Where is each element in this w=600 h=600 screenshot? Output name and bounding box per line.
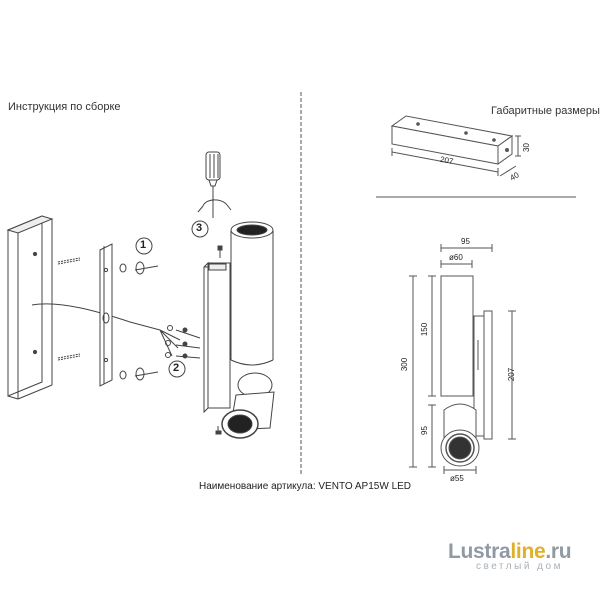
screw-top — [134, 261, 159, 275]
logo-part-3: .ru — [545, 540, 572, 563]
fixture-backplate — [203, 261, 231, 414]
power-cable — [31, 303, 161, 331]
wire-terminals — [165, 325, 201, 359]
step-3-label: 3 — [196, 222, 203, 234]
step-1-circle — [135, 237, 153, 255]
article-caption: Наименование артикула: VENTO AP15W LED — [199, 481, 412, 492]
logo-tagline: светлый дом — [476, 561, 563, 572]
dimensions-heading: Габаритные размеры — [491, 105, 600, 117]
screw-bottom — [134, 367, 159, 381]
dim-width: 95 — [461, 237, 470, 246]
upper-tube — [230, 221, 274, 366]
dowels — [57, 257, 81, 361]
step-2-circle — [168, 360, 186, 378]
dim-tube-diameter: ø60 — [449, 253, 463, 262]
spotlight-head — [221, 372, 275, 439]
screwdriver — [197, 151, 232, 218]
logo-part-1: Lustra — [448, 540, 511, 563]
dim-lower-height: 95 — [419, 426, 429, 435]
logo-wordmark: Lustraline.ru — [448, 540, 598, 564]
step-2-label: 2 — [173, 362, 180, 374]
dim-head-diameter: ø55 — [450, 474, 464, 483]
wall-plate — [6, 215, 54, 400]
small-screw-bottom — [215, 426, 222, 435]
mounting-bracket — [99, 243, 113, 387]
logo-part-2: line — [510, 540, 546, 563]
dim-upper-height: 150 — [420, 322, 430, 337]
lustraline-logo: Lustraline.ru светлый дом — [448, 540, 598, 572]
assembly-heading: Инструкция по сборке — [8, 101, 121, 113]
step-3-circle — [191, 220, 209, 238]
dim-plate-height: 207 — [507, 367, 517, 382]
dim-total-height: 300 — [400, 357, 410, 372]
small-screw-top — [217, 245, 223, 258]
step-1-label: 1 — [140, 239, 147, 251]
